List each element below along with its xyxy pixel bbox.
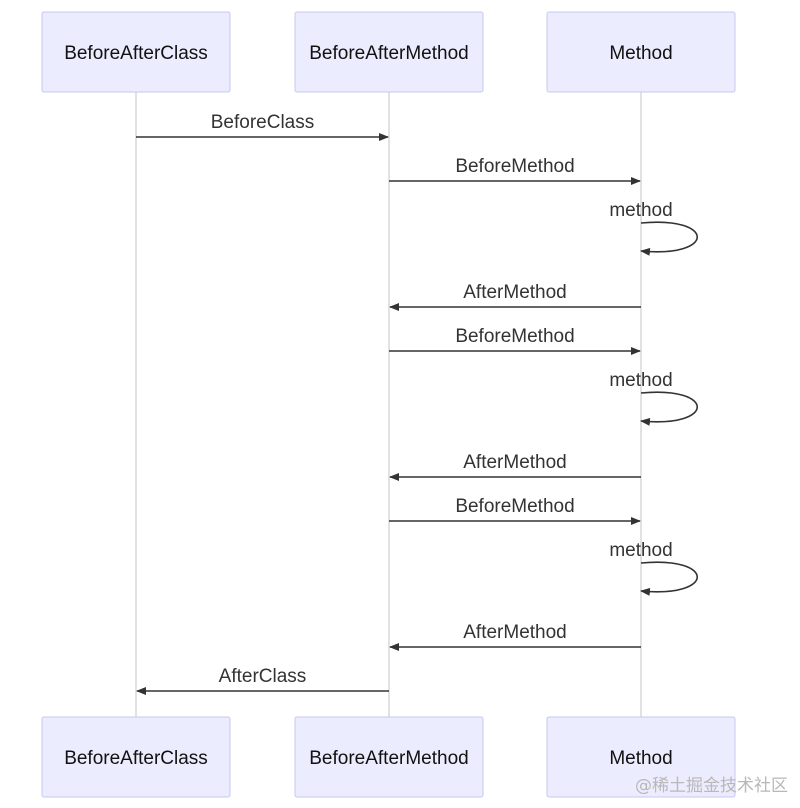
message-4: AfterMethod [389, 282, 641, 311]
message-label: AfterMethod [463, 282, 567, 303]
message-6: method [609, 370, 699, 426]
participant-box [41, 716, 231, 798]
message-3: method [609, 200, 699, 256]
message-11: AfterClass [136, 666, 389, 695]
participant-label: BeforeAfterClass [64, 748, 208, 769]
participant-bottom-bac: BeforeAfterClass [41, 716, 231, 798]
message-label: BeforeMethod [455, 156, 574, 177]
participant-label: BeforeAfterMethod [309, 748, 468, 769]
participant-bottom-m: Method [546, 716, 736, 798]
watermark-text: @稀土掘金技术社区 [635, 776, 788, 796]
message-label: method [609, 540, 672, 561]
self-call-arrow [640, 221, 699, 256]
message-label: BeforeMethod [455, 496, 574, 517]
message-9: method [609, 540, 699, 596]
message-10: AfterMethod [389, 622, 641, 651]
message-1: BeforeClass [136, 112, 389, 141]
message-7: AfterMethod [389, 452, 641, 481]
self-call-arrow [640, 561, 699, 596]
participant-label: Method [609, 43, 672, 64]
message-label: AfterMethod [463, 452, 567, 473]
participant-box [546, 11, 736, 93]
message-label: BeforeMethod [455, 326, 574, 347]
message-label: AfterClass [219, 666, 307, 687]
message-label: AfterMethod [463, 622, 567, 643]
self-call-arrow [640, 391, 699, 426]
participant-box [546, 716, 736, 798]
message-8: BeforeMethod [389, 496, 641, 525]
participant-label: Method [609, 748, 672, 769]
participant-box [294, 11, 484, 93]
message-label: BeforeClass [211, 112, 315, 133]
participant-label: BeforeAfterMethod [309, 43, 468, 64]
participant-box [294, 716, 484, 798]
participant-top-bam: BeforeAfterMethod [294, 11, 484, 93]
message-label: method [609, 370, 672, 391]
message-2: BeforeMethod [389, 156, 641, 185]
participant-top-m: Method [546, 11, 736, 93]
participant-box [41, 11, 231, 93]
message-label: method [609, 200, 672, 221]
participant-label: BeforeAfterClass [64, 43, 208, 64]
participant-bottom-bam: BeforeAfterMethod [294, 716, 484, 798]
participant-top-bac: BeforeAfterClass [41, 11, 231, 93]
message-5: BeforeMethod [389, 326, 641, 355]
